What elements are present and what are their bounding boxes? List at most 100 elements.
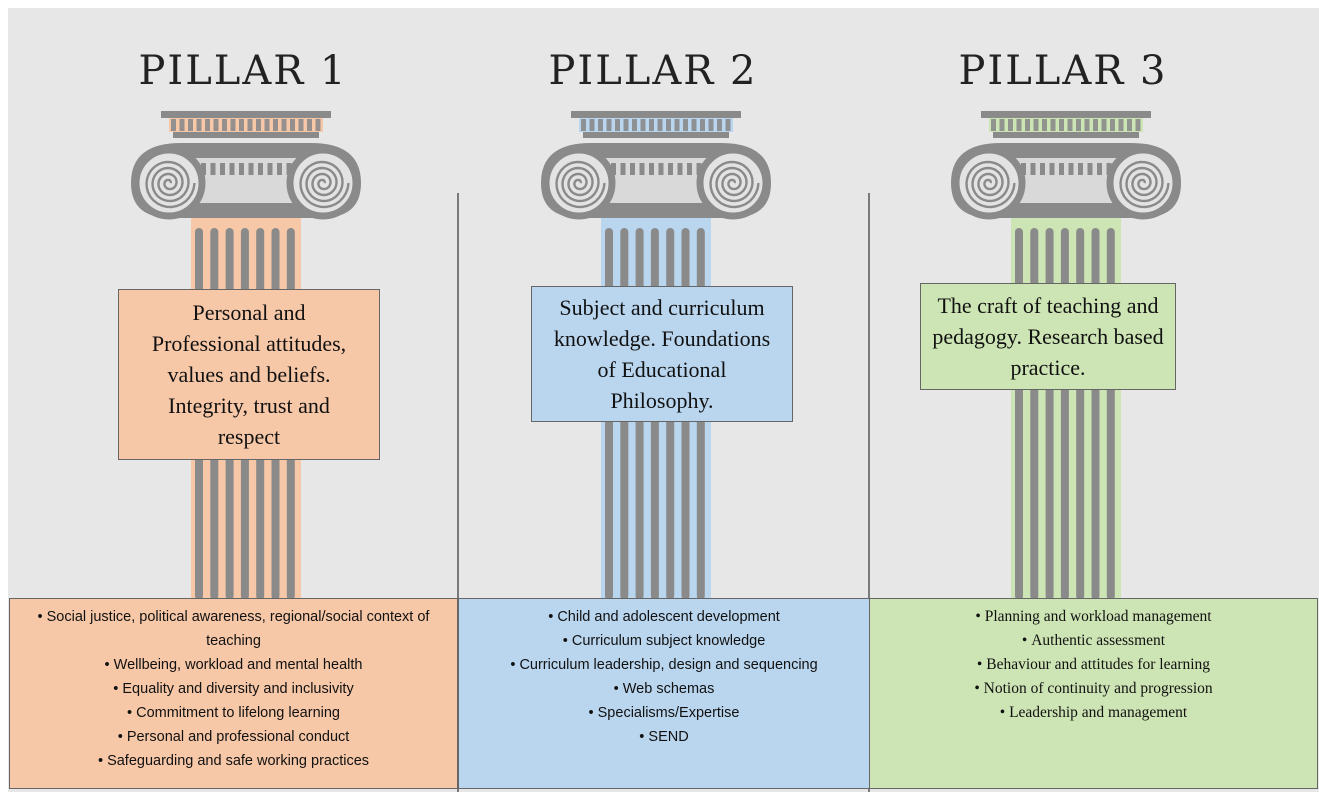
abacus-dentil xyxy=(307,119,312,131)
list-item: Web schemas xyxy=(465,677,863,701)
abacus-dentil xyxy=(213,119,219,131)
list-item: Leadership and management xyxy=(876,701,1311,725)
list-item: Safeguarding and safe working practices xyxy=(16,749,451,773)
abacus-dentil xyxy=(606,119,612,131)
abacus-dentil xyxy=(179,119,185,131)
abacus-dentil xyxy=(1059,119,1064,131)
abacus-bottom xyxy=(993,132,1139,138)
abacus-dentil xyxy=(640,119,646,131)
label-line: practice. xyxy=(1010,355,1086,380)
label-line: of Educational xyxy=(597,357,727,382)
abacus-dentil xyxy=(256,119,261,131)
volute-spiral xyxy=(952,146,1026,220)
list-item: Curriculum leadership, design and sequen… xyxy=(465,653,863,677)
volute-spiral xyxy=(696,146,770,220)
label-line: respect xyxy=(217,424,281,449)
list-item: Planning and workload management xyxy=(876,605,1311,629)
capital-neck xyxy=(599,203,713,213)
abacus-dentil xyxy=(657,119,663,131)
list-item: Equality and diversity and inclusivity xyxy=(16,677,451,701)
column-shaft xyxy=(1011,213,1121,601)
capital-neck xyxy=(1009,203,1123,213)
capital-dentil xyxy=(1030,163,1036,175)
pillar-3-list: Planning and workload managementAuthenti… xyxy=(870,599,1317,725)
capital-dentil xyxy=(239,163,244,175)
capital-dentil xyxy=(1078,163,1083,175)
capital-dentil xyxy=(1097,163,1102,175)
abacus-dentil xyxy=(589,119,595,131)
abacus-dentil xyxy=(1101,119,1107,131)
abacus-dentil xyxy=(999,119,1005,131)
capital-dentil xyxy=(258,163,263,175)
volute-swirl xyxy=(1119,160,1170,209)
pillar-1-title: PILLAR 1 xyxy=(138,48,348,94)
abacus-dentil xyxy=(1110,119,1115,131)
abacus-bottom xyxy=(583,132,729,138)
label-line: Personal and xyxy=(192,300,306,325)
label-line: Philosophy. xyxy=(610,388,714,413)
abacus-dentil xyxy=(196,119,202,131)
volute-swirl xyxy=(965,160,1016,209)
list-item: Specialisms/Expertise xyxy=(465,701,863,725)
capital-dentil xyxy=(630,163,635,175)
pillar-3-title: PILLAR 3 xyxy=(958,48,1168,94)
capital-dentil xyxy=(639,163,645,175)
label-line: The craft of teaching and xyxy=(937,293,1159,318)
capital-dentil xyxy=(1059,163,1064,175)
abacus-dentil xyxy=(666,119,671,131)
abacus-dentil xyxy=(1025,119,1030,131)
pillar-3-label: The craft of teaching and pedagogy. Resea… xyxy=(920,283,1176,390)
capital-dentil xyxy=(611,163,616,175)
abacus-dentil xyxy=(581,119,586,131)
abacus-dentil xyxy=(1016,119,1022,131)
abacus-bottom xyxy=(173,132,319,138)
abacus-dentil xyxy=(247,119,253,131)
abacus-dentil xyxy=(1067,119,1073,131)
abacus-dentil xyxy=(230,119,236,131)
capital-dentil xyxy=(649,163,654,175)
capital-dentil xyxy=(1021,163,1026,175)
abacus-dentil xyxy=(273,119,278,131)
pillar-3-list-box: Planning and workload managementAuthenti… xyxy=(869,598,1318,789)
list-item: SEND xyxy=(465,725,863,749)
abacus-dentil xyxy=(1008,119,1013,131)
volute-spiral xyxy=(132,146,206,220)
label-line: Subject and curriculum xyxy=(559,295,765,320)
capital-dentil xyxy=(1087,163,1093,175)
capital-dentil xyxy=(248,163,254,175)
pillar-2-list: Child and adolescent developmentCurricul… xyxy=(459,599,869,749)
capital-dentil xyxy=(658,163,664,175)
volute-spiral xyxy=(542,146,616,220)
capital-dentil xyxy=(267,163,273,175)
abacus-dentil xyxy=(171,119,176,131)
volute-spiral xyxy=(1106,146,1180,220)
abacus-dentil xyxy=(188,119,193,131)
abacus-dentil xyxy=(315,119,321,131)
capital-inner xyxy=(987,158,1145,203)
divider-1 xyxy=(457,193,459,792)
pillar-2-list-box: Child and adolescent developmentCurricul… xyxy=(458,598,870,789)
capital-dentil xyxy=(1040,163,1045,175)
abacus-dentil xyxy=(290,119,295,131)
abacus-dentil xyxy=(239,119,244,131)
divider-2 xyxy=(868,193,870,792)
capital-inner xyxy=(167,158,325,203)
abacus-top xyxy=(981,111,1151,118)
list-item: Commitment to lifelong learning xyxy=(16,701,451,725)
abacus-dentil xyxy=(717,119,722,131)
capital-dentil xyxy=(286,163,292,175)
capital-dentil xyxy=(210,163,216,175)
volute-swirl xyxy=(299,160,350,209)
abacus-dentil xyxy=(649,119,654,131)
list-item: Notion of continuity and progression xyxy=(876,677,1311,701)
abacus-dentil xyxy=(1084,119,1090,131)
abacus-dentil xyxy=(615,119,620,131)
label-line: pedagogy. Research based xyxy=(932,324,1164,349)
abacus-dentil xyxy=(598,119,603,131)
capital-dentil xyxy=(677,163,683,175)
capital-dentil xyxy=(220,163,225,175)
abacus-dentil xyxy=(725,119,731,131)
abacus-dentil xyxy=(1118,119,1124,131)
volute-swirl xyxy=(709,160,760,209)
